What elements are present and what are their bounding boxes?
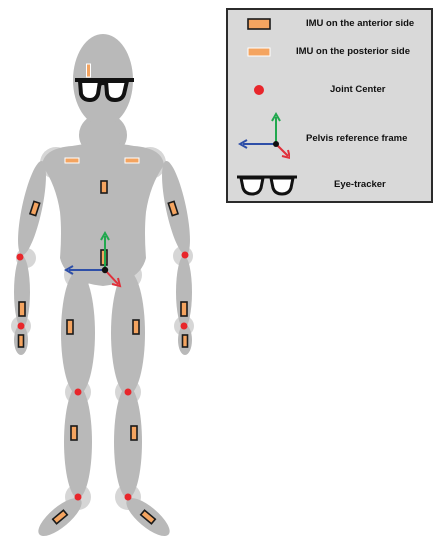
right-shin xyxy=(114,386,142,498)
imu-right-hand xyxy=(183,335,188,347)
left-shin xyxy=(64,386,92,498)
imu-left-thigh xyxy=(67,320,73,334)
eye-tracker-icon xyxy=(232,173,302,197)
legend-item-joint-center: Joint Center xyxy=(228,78,431,102)
legend-item-imu-anterior: IMU on the anterior side xyxy=(228,12,431,36)
legend-item-imu-posterior: IMU on the posterior side xyxy=(228,40,431,64)
imu-right-thigh xyxy=(133,320,139,334)
legend-label: Pelvis reference frame xyxy=(306,127,407,151)
legend-label: Eye-tracker xyxy=(334,173,386,197)
imu-posterior-icon xyxy=(228,40,290,64)
legend-item-pelvis-frame: Pelvis reference frame xyxy=(228,127,431,151)
imu-right-shoulder-posterior xyxy=(125,158,139,163)
right-thigh xyxy=(111,271,145,395)
left-thigh xyxy=(61,271,95,395)
legend-label: IMU on the posterior side xyxy=(296,40,410,64)
legend-label: Joint Center xyxy=(330,78,385,102)
imu-right-shin xyxy=(131,426,137,440)
joint-center-icon xyxy=(228,78,290,102)
body-silhouette xyxy=(12,34,196,539)
imu-left-hand xyxy=(19,335,24,347)
pelvis-frame-icon xyxy=(228,107,290,167)
left-forearm xyxy=(14,256,30,328)
imu-left-shoulder-posterior xyxy=(65,158,79,163)
imu-head-posterior xyxy=(87,64,91,77)
imu-right-forearm xyxy=(181,302,187,316)
imu-left-shin xyxy=(71,426,77,440)
right-forearm xyxy=(176,256,192,328)
joint-centers xyxy=(17,252,189,501)
legend-item-eye-tracker: Eye-tracker xyxy=(228,173,431,197)
legend-label: IMU on the anterior side xyxy=(306,12,414,36)
legend: IMU on the anterior side IMU on the post… xyxy=(226,8,433,203)
imu-anterior-icon xyxy=(228,12,290,36)
imu-left-forearm xyxy=(19,302,25,316)
imu-sternum xyxy=(101,181,107,193)
